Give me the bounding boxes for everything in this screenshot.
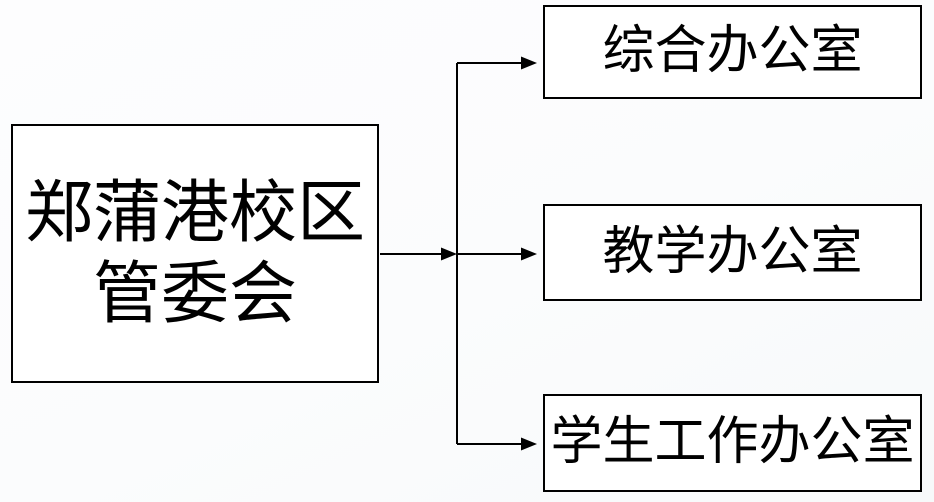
- node-child-student-affairs-office: 学生工作办公室: [543, 394, 922, 492]
- edge-root-to-junction-arrowhead: [441, 247, 457, 261]
- node-child-general-office-label: 综合办公室: [602, 23, 863, 80]
- node-child-teaching-office-label: 教学办公室: [602, 223, 863, 281]
- edge-to-child-1-arrowhead: [521, 56, 537, 70]
- node-root-label-line-1: 郑蒲港校区: [24, 174, 365, 251]
- node-root-management-committee: 郑蒲港校区 管委会: [11, 124, 379, 383]
- node-child-teaching-office: 教学办公室: [543, 204, 922, 301]
- node-child-student-affairs-office-label: 学生工作办公室: [550, 414, 915, 471]
- node-root-label-line-2: 管委会: [92, 255, 297, 332]
- node-child-general-office: 综合办公室: [543, 5, 922, 99]
- edge-to-child-2-arrowhead: [521, 247, 537, 261]
- edge-to-child-3-arrowhead: [521, 437, 537, 451]
